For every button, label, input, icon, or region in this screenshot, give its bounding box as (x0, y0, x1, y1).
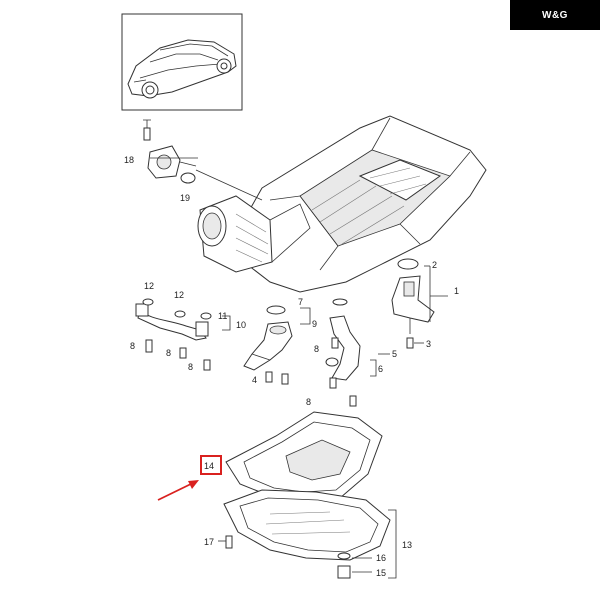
callout-6: 6 (378, 364, 383, 374)
callout-8-c: 8 (188, 362, 193, 372)
part-1-oil-level-sensor (391, 275, 435, 334)
callout-2: 2 (432, 260, 437, 270)
highlight-box-14 (200, 455, 222, 475)
callout-3: 3 (426, 339, 431, 349)
leader-18 (195, 169, 263, 201)
callout-8-e: 8 (306, 397, 311, 407)
callout-17: 17 (204, 537, 214, 547)
brand-logo-text: W&G (542, 9, 568, 21)
engine-block-outline (197, 115, 487, 293)
vehicle-thumbnail (121, 13, 243, 111)
callout-12-b: 12 (174, 290, 184, 300)
part-2-o-ring (397, 258, 419, 270)
part-8-bolts-left (145, 339, 211, 371)
callout-16: 16 (376, 553, 386, 563)
callout-8-a: 8 (130, 341, 135, 351)
callout-10: 10 (236, 320, 246, 330)
part-6-oil-tube (325, 298, 361, 381)
callout-12-a: 12 (144, 281, 154, 291)
part-9-oil-pickup (243, 321, 293, 371)
callout-1: 1 (454, 286, 459, 296)
part-8-bolts-right (329, 337, 357, 407)
highlight-arrow (157, 480, 199, 501)
part-19-o-ring (180, 172, 196, 184)
part-13-lower-oil-pan (223, 489, 391, 561)
part-14-gasket (225, 411, 383, 501)
callout-7: 7 (298, 297, 303, 307)
callout-11: 11 (218, 311, 227, 321)
part-4-bolts (265, 371, 289, 385)
callout-13: 13 (402, 540, 412, 550)
part-7-o-ring (266, 305, 286, 315)
callout-8-d: 8 (314, 344, 319, 354)
part-18-sensor (143, 119, 197, 179)
brand-logo: W&G (510, 0, 600, 30)
part-16-washer (337, 552, 351, 560)
callout-9: 9 (312, 319, 317, 329)
callout-8-b: 8 (166, 348, 171, 358)
callout-5: 5 (392, 349, 397, 359)
part-15-drain-plug (337, 565, 351, 579)
callout-19: 19 (180, 193, 190, 203)
callout-18: 18 (124, 155, 134, 165)
part-10-oil-line (135, 298, 212, 341)
callout-14: 14 (204, 461, 214, 471)
callout-4: 4 (252, 375, 257, 385)
leader-lines (150, 157, 448, 579)
part-3-bolt (406, 337, 414, 349)
callout-15: 15 (376, 568, 386, 578)
part-17-bolt (225, 535, 233, 549)
